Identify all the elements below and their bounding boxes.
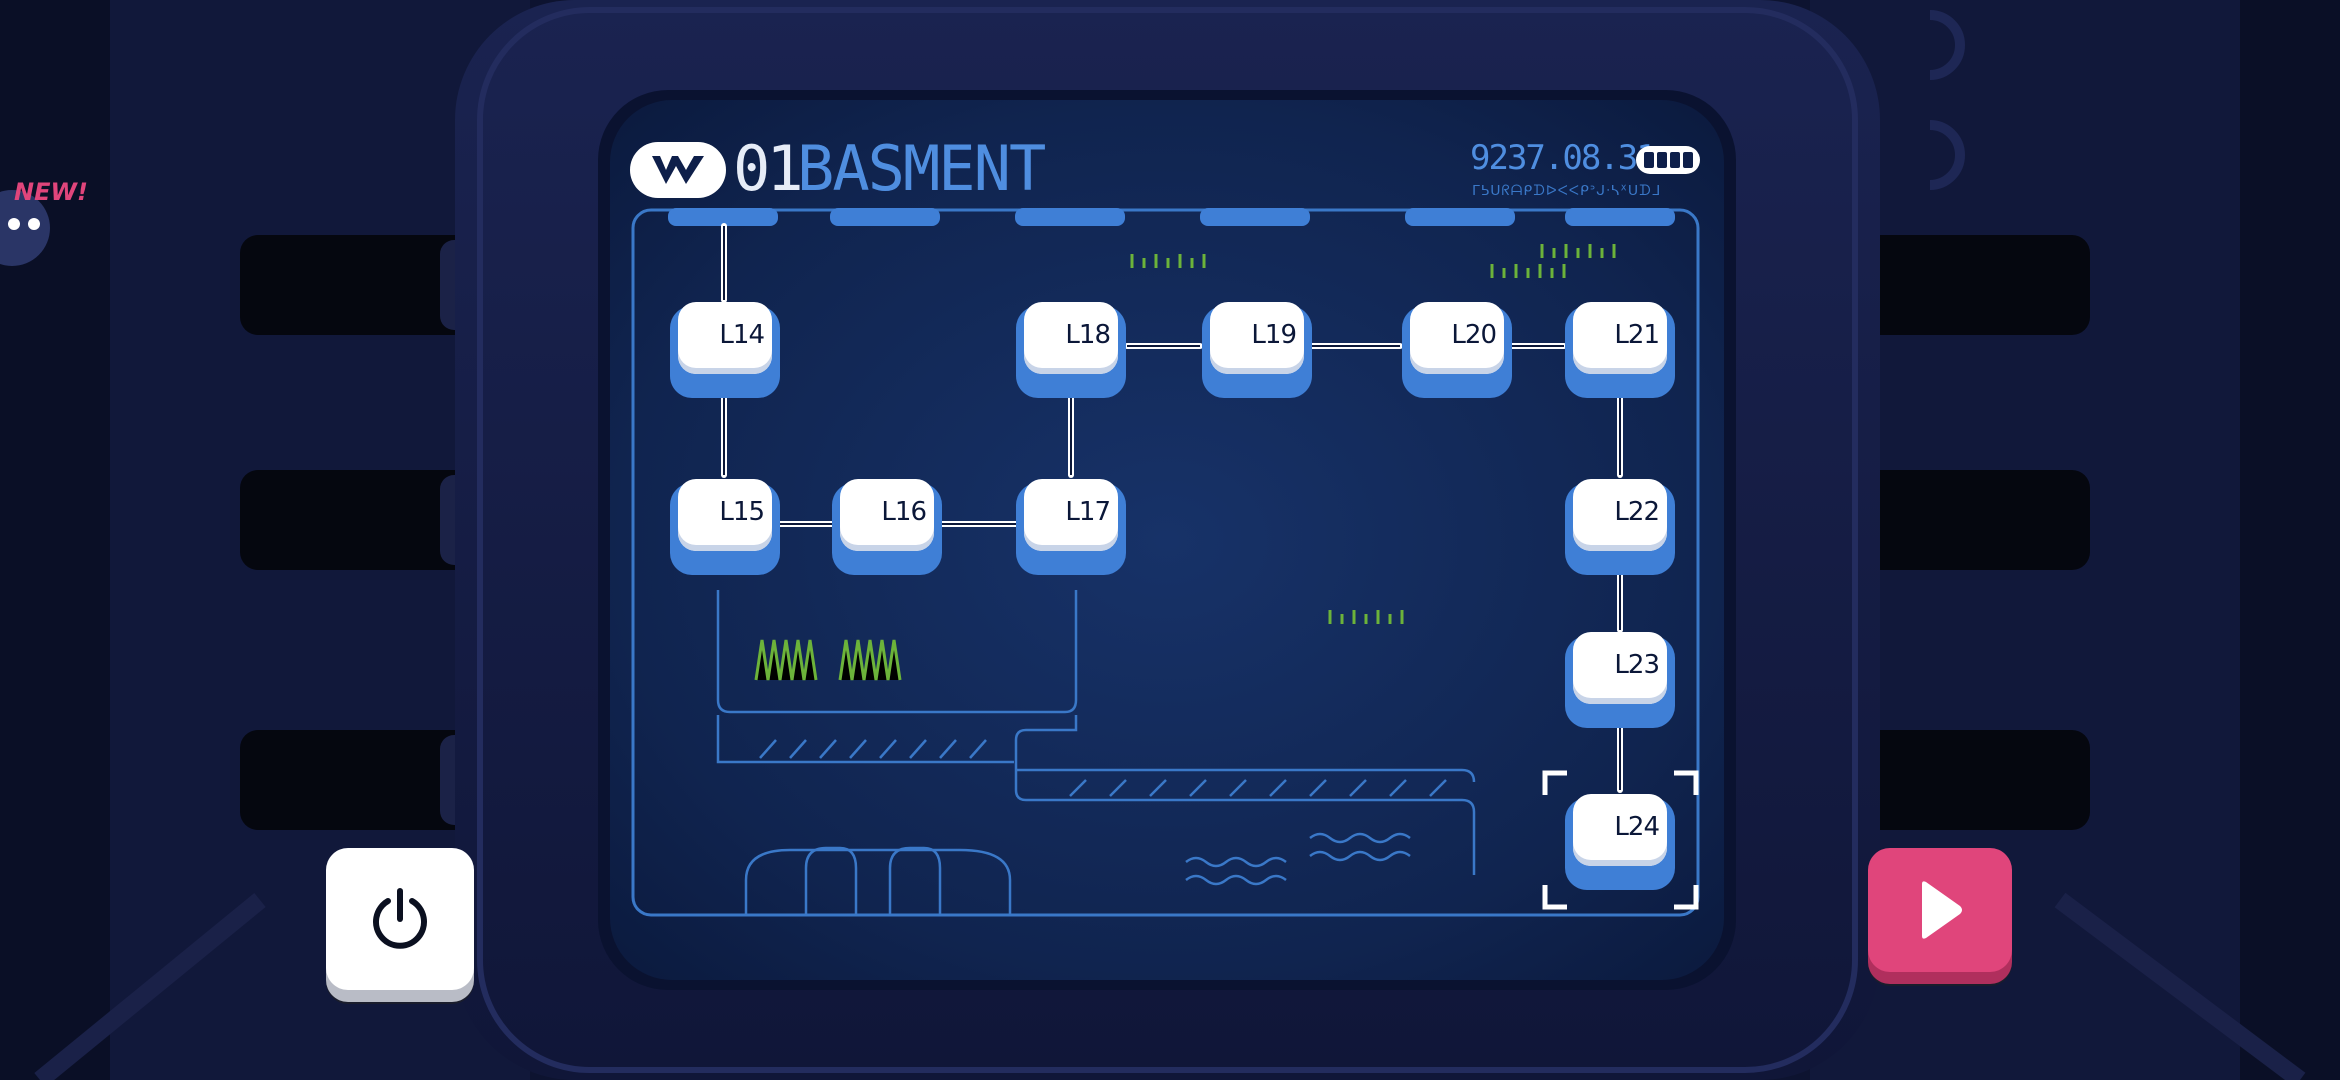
level-number: 01 <box>733 132 804 205</box>
level-node-L23[interactable]: L23 <box>1565 628 1675 728</box>
w-logo-icon <box>630 142 726 198</box>
device-subcode: ᒥᕊᑌᖇᗩᑭᗪᐅᐸᐸᑭᐣᒍᐧᓴᕽᑌᗪᒧ <box>1472 183 1662 199</box>
level-node-L16[interactable]: L16 <box>832 475 942 575</box>
level-node-label: L14 <box>719 320 765 350</box>
level-node-L18[interactable]: L18 <box>1016 298 1126 398</box>
power-button[interactable] <box>326 848 474 990</box>
power-icon <box>373 888 427 949</box>
level-node-label: L17 <box>1065 497 1111 527</box>
level-node-label: L15 <box>719 497 765 527</box>
level-node-label: L23 <box>1614 650 1660 680</box>
battery-icon <box>1636 146 1700 174</box>
level-node-label: L21 <box>1614 320 1660 350</box>
level-node-label: L19 <box>1251 320 1297 350</box>
new-badge-label: NEW! <box>14 178 88 206</box>
level-node-L20[interactable]: L20 <box>1402 298 1512 398</box>
play-icon <box>1922 881 1962 939</box>
play-button[interactable] <box>1868 848 2012 972</box>
date-display: 9237.08.31 <box>1470 138 1657 178</box>
level-node-L22[interactable]: L22 <box>1565 475 1675 575</box>
level-node-L15[interactable]: L15 <box>670 475 780 575</box>
level-node-label: L24 <box>1614 812 1660 842</box>
level-node-label: L18 <box>1065 320 1111 350</box>
level-node-label: L16 <box>881 497 927 527</box>
level-node-label: L20 <box>1451 320 1497 350</box>
level-node-L14[interactable]: L14 <box>670 298 780 398</box>
level-node-L24[interactable]: L24 <box>1565 790 1675 890</box>
level-node-L19[interactable]: L19 <box>1202 298 1312 398</box>
level-name: BASMENT <box>797 132 1046 205</box>
level-node-label: L22 <box>1614 497 1660 527</box>
level-node-L17[interactable]: L17 <box>1016 475 1126 575</box>
level-node-L21[interactable]: L21 <box>1565 298 1675 398</box>
